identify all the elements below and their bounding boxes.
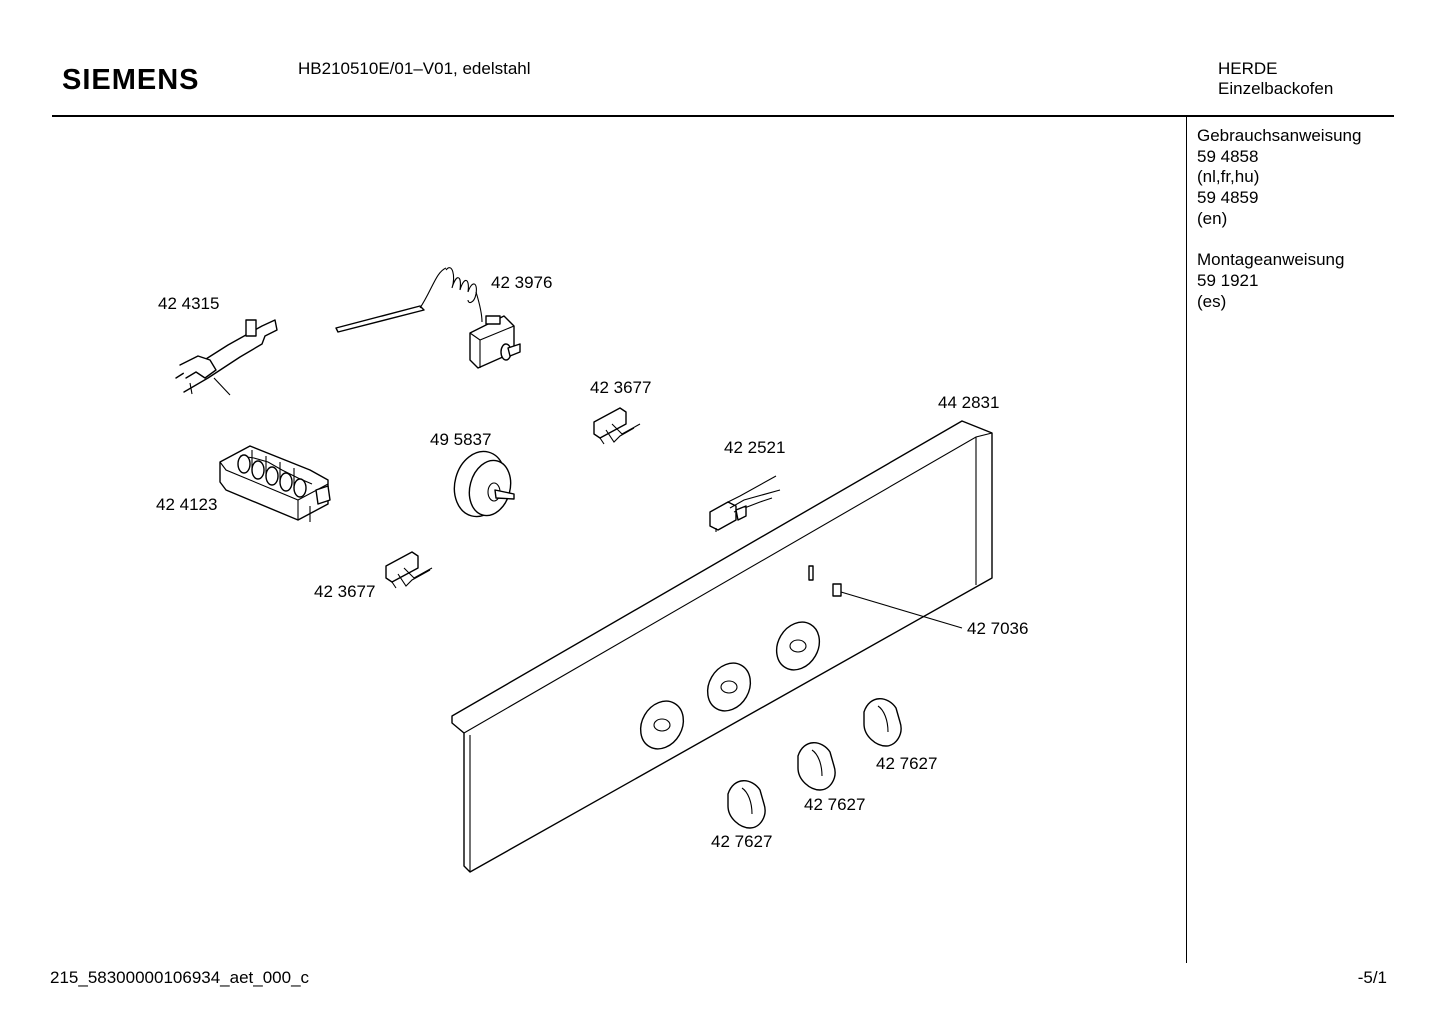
model-number: HB210510E/01–V01, edelstahl [298, 59, 531, 78]
part-label-selector: 42 4123 [156, 495, 217, 514]
clip-top-drawing [593, 407, 641, 445]
manual-item: (nl,fr,hu) [1197, 167, 1260, 187]
manual-item: 59 4859 [1197, 188, 1259, 208]
timer-drawing [453, 450, 515, 518]
part-label-clip-top: 42 3677 [590, 378, 651, 397]
knob-middle-drawing [797, 742, 836, 791]
switch-drawing [709, 475, 781, 532]
part-label-knob-left: 42 7627 [711, 832, 772, 851]
selector-switch-drawing [219, 445, 331, 522]
documentation-list: Gebrauchsanweisung 59 4858 (nl,fr,hu) 59… [1197, 126, 1361, 312]
install-item: 59 1921 [1197, 270, 1259, 290]
manual-item: (en) [1197, 208, 1228, 228]
page-number: -5/1 [1357, 968, 1387, 987]
part-label-knob-right: 42 7627 [876, 754, 937, 773]
bracket-drawing [175, 319, 278, 396]
category-line-2: Einzelbackofen [1218, 79, 1334, 98]
part-label-bracket: 42 4315 [158, 294, 219, 313]
part-label-knob-middle: 42 7627 [804, 795, 865, 814]
part-label-panel: 44 2831 [938, 393, 999, 412]
part-label-clip-bottom: 42 3677 [314, 582, 375, 601]
document-id: 215_58300000106934_aet_000_c [50, 968, 310, 987]
sidebar-divider [1186, 117, 1187, 963]
product-category: HERDE Einzelbackofen [1218, 59, 1333, 99]
install-title: Montageanweisung [1197, 250, 1345, 270]
thermostat-drawing [335, 267, 521, 369]
category-line-1: HERDE [1218, 59, 1278, 78]
clip-bottom-drawing [385, 551, 433, 589]
manual-item: 59 4858 [1197, 146, 1259, 166]
part-label-switch: 42 2521 [724, 438, 785, 457]
manual-title: Gebrauchsanweisung [1197, 126, 1362, 145]
part-label-thermostat: 42 3976 [491, 273, 552, 292]
indicator-leader-line [840, 591, 963, 629]
knob-left-drawing [727, 780, 766, 829]
install-item: (es) [1197, 291, 1227, 311]
knob-right-drawing [863, 698, 902, 747]
header-divider [52, 115, 1394, 117]
exploded-parts-diagram: 42 4315 42 3976 42 3677 44 2831 49 5837 … [156, 267, 1028, 873]
siemens-logo: SIEMENS [62, 64, 200, 96]
part-label-indicator: 42 7036 [967, 619, 1028, 638]
part-label-timer: 49 5837 [430, 430, 491, 449]
control-panel-drawing [451, 420, 993, 873]
